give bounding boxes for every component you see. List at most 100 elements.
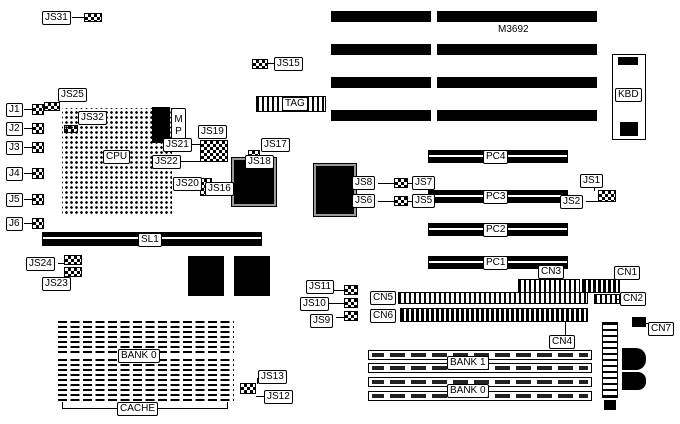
isa-slot (331, 44, 431, 55)
jumper-js5 (394, 196, 408, 206)
leader-line (24, 223, 32, 224)
leader-line (565, 322, 566, 335)
leader-line (408, 201, 412, 202)
jumper-js10 (344, 298, 358, 308)
leader-line (256, 396, 264, 397)
leader-line (326, 303, 344, 304)
callout-j5: J5 (6, 193, 23, 207)
callout-kbd: KBD (615, 88, 642, 102)
leader-line (644, 323, 648, 324)
callout-js12: JS12 (264, 390, 293, 404)
jumper-js23 (64, 267, 82, 277)
callout-js13: JS13 (258, 370, 287, 384)
cache-bracket-line (158, 408, 228, 409)
leader-line (336, 317, 344, 318)
callout-j4: J4 (6, 167, 23, 181)
callout-js21: JS21 (163, 138, 192, 152)
callout-js11: JS11 (306, 280, 335, 294)
callout-js25: JS25 (58, 88, 87, 102)
callout-cn4: CN4 (549, 335, 576, 349)
kbd-connector-pin (620, 122, 638, 136)
callout-js5: JS5 (412, 194, 436, 208)
callout-js9: JS9 (310, 314, 334, 328)
callout-js18: JS18 (245, 155, 274, 169)
leader-line (616, 299, 620, 300)
header-cn5 (398, 292, 588, 304)
callout-js24: JS24 (26, 257, 55, 271)
cache-bracket-tick (227, 402, 228, 409)
cache-chip (234, 256, 270, 296)
leader-line (24, 128, 32, 129)
callout-js2: JS2 (560, 195, 584, 209)
callout-cn6: CN6 (370, 309, 397, 323)
edge-connector-j1 (32, 104, 44, 115)
callout-j2: J2 (6, 122, 23, 136)
callout-js1: JS1 (580, 174, 604, 188)
jumper-js31 (84, 13, 102, 22)
leader-line (24, 147, 32, 148)
callout-bank0-cache: BANK 0 (118, 349, 160, 363)
din-connector (622, 372, 646, 390)
chip-js8-js6 (316, 166, 354, 214)
callout-pc4: PC4 (483, 150, 509, 164)
callout-sl1: SL1 (138, 233, 162, 247)
jumper-js13-js12 (240, 383, 256, 394)
callout-js19: JS19 (198, 125, 227, 139)
jumper-js15 (252, 59, 268, 69)
edge-connector-j3 (32, 142, 44, 153)
callout-js16: JS16 (205, 182, 234, 196)
cache-bracket-line (62, 408, 117, 409)
leader-line (191, 144, 202, 145)
callout-js20: JS20 (173, 177, 202, 191)
callout-cn2: CN2 (620, 292, 647, 306)
component-block (152, 107, 170, 143)
leader-line (257, 378, 258, 384)
isa-slot (331, 11, 431, 22)
jumper-js7 (394, 178, 408, 188)
callout-cn1: CN1 (614, 266, 641, 280)
isa-slot (437, 44, 597, 55)
kbd-connector-pin (618, 57, 638, 65)
leader-line (332, 290, 344, 291)
leader-line (378, 201, 394, 202)
callout-pc3: PC3 (483, 190, 509, 204)
leader-line (378, 183, 394, 184)
corner-block (604, 400, 616, 410)
callout-js22: JS22 (152, 155, 181, 169)
din-connector (622, 348, 646, 370)
leader-line (24, 173, 32, 174)
callout-cpu: CPU (103, 150, 131, 164)
edge-connector-j2 (32, 123, 44, 134)
cache-chip (188, 256, 224, 296)
callout-cn3: CN3 (538, 265, 565, 279)
header-cn3 (518, 279, 580, 293)
power-header (602, 322, 618, 398)
callout-tag: TAG (282, 97, 308, 111)
jumper-js11 (344, 285, 358, 295)
leader-line (72, 17, 84, 18)
leader-line (268, 63, 274, 64)
callout-js8: JS8 (352, 176, 376, 190)
isa-slot (437, 110, 597, 121)
leader-line (24, 199, 32, 200)
cache-dip-row (58, 356, 234, 401)
jumper-js1-js2 (598, 190, 616, 202)
callout-j3: J3 (6, 141, 23, 155)
jumper-js25 (44, 102, 60, 111)
callout-js7: JS7 (412, 176, 436, 190)
callout-js23: JS23 (42, 277, 71, 291)
cache-bracket-tick (62, 402, 63, 409)
cache-dip-row (58, 320, 234, 353)
edge-connector-j4 (32, 168, 44, 179)
isa-slot (437, 77, 597, 88)
isa-slot (331, 77, 431, 88)
leader-line (24, 109, 32, 110)
isa-slot (437, 11, 597, 22)
callout-j1: J1 (6, 103, 23, 117)
leader-line (58, 263, 64, 264)
callout-js31: JS31 (42, 11, 71, 25)
callout-js6: JS6 (352, 194, 376, 208)
callout-cn5: CN5 (370, 291, 397, 305)
callout-bank1: BANK 1 (447, 356, 489, 370)
